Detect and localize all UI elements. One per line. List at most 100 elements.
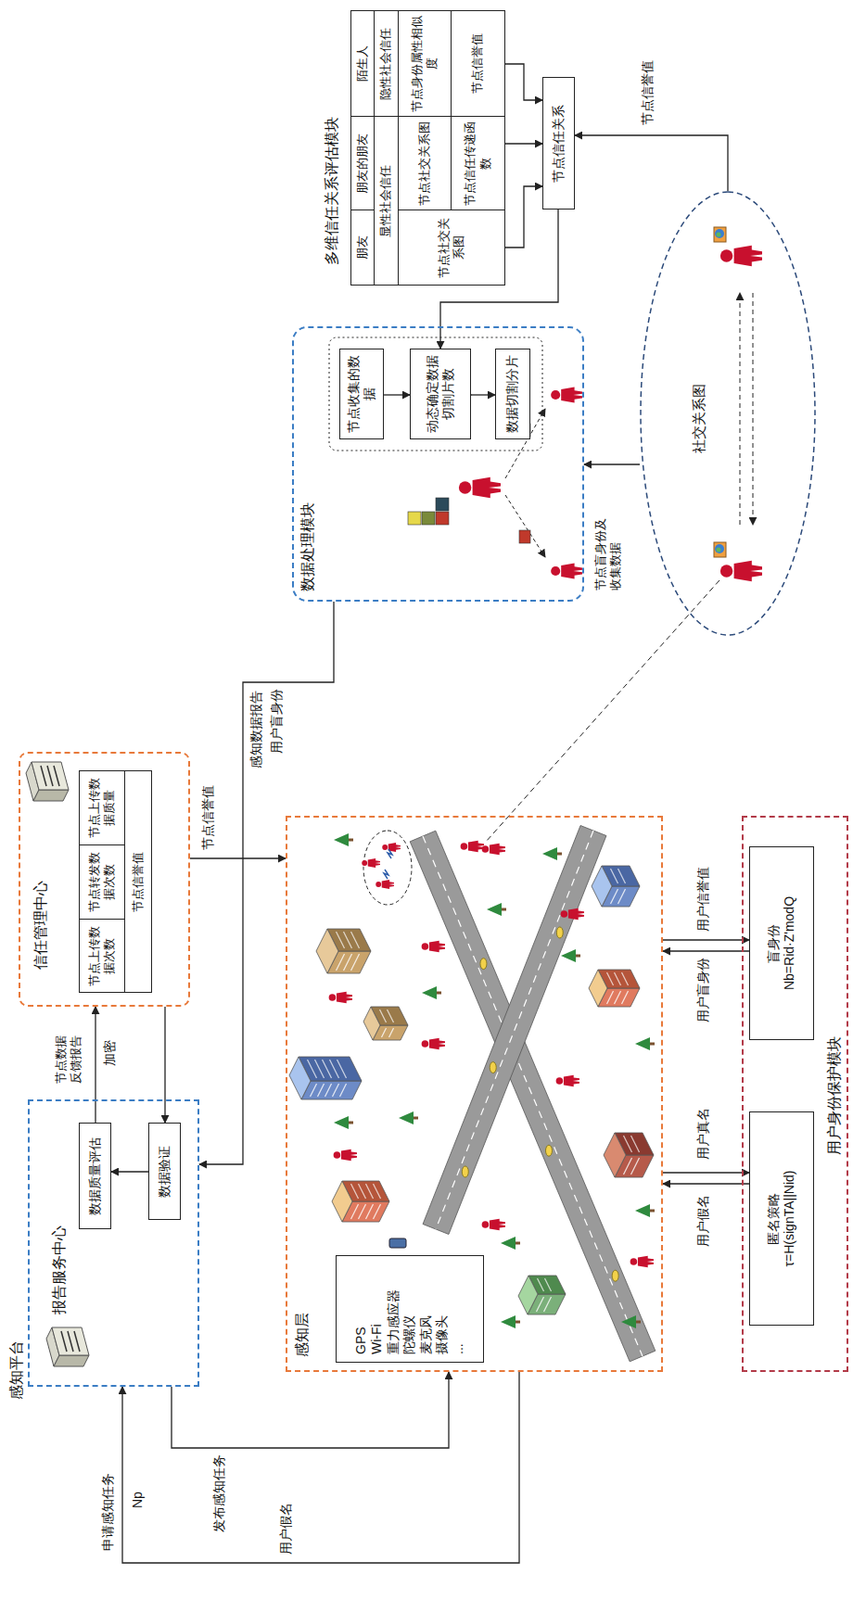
window-row <box>366 1204 374 1220</box>
window-row <box>544 1297 552 1312</box>
connector-arrow <box>94 1006 96 1123</box>
person-figure <box>361 858 381 868</box>
cloud-outline <box>639 190 816 637</box>
window-row <box>315 1059 325 1079</box>
table-cell: 朋友 <box>350 209 375 286</box>
panel-title: 信任管理中心 <box>31 880 50 970</box>
social-illustration <box>713 227 763 582</box>
person-figure <box>720 560 763 582</box>
process-box: 匿名策略τ=H(signTA||Nid) <box>749 1111 815 1326</box>
signal-mark <box>383 869 389 879</box>
connector-arrow <box>164 1006 166 1123</box>
table-cell: 隐性社会信任 <box>373 10 399 117</box>
window-row <box>336 954 345 971</box>
car-icon <box>461 1166 469 1178</box>
panel-title: 数据处理模块 <box>298 502 317 592</box>
building-roof <box>603 1133 626 1178</box>
window-row <box>351 954 360 971</box>
table-cell: 节点信誉值 <box>450 10 506 117</box>
data-slice <box>435 511 449 525</box>
building-roof <box>591 865 612 907</box>
panel-title: 用户身份保护模块 <box>825 1036 843 1156</box>
panel-title: 社交关系图 <box>690 383 708 454</box>
tree-icon <box>635 1037 655 1051</box>
person-figure <box>329 992 353 1005</box>
car-icon <box>480 958 487 970</box>
process-box: 数据切割分片 <box>495 348 531 440</box>
window-row <box>611 868 619 884</box>
window-row <box>340 1083 347 1097</box>
window-row <box>618 889 626 904</box>
node-text: 数据验证 <box>156 1145 174 1198</box>
building-icon <box>363 1006 408 1041</box>
table-cell: 节点信誉值 <box>124 770 153 994</box>
window-row <box>343 954 353 971</box>
tree-icon <box>486 903 507 917</box>
road <box>422 825 607 1235</box>
node-text: 节点信誉值 <box>470 33 485 94</box>
dotted-group <box>329 337 543 451</box>
building-icon <box>603 1133 654 1178</box>
group-outline <box>363 830 412 905</box>
flow-label: 加密 <box>101 1039 119 1068</box>
connector-arrow <box>171 1372 449 1449</box>
cloud-region: 社交关系图 <box>639 190 816 637</box>
tree-icon <box>621 1315 641 1329</box>
data-slice <box>435 497 449 511</box>
layer-panel: 感知层GPSWi-Fi重力感应器陀螺仪麦克风摄像头... <box>285 815 663 1373</box>
tree-icon <box>421 986 442 1000</box>
connector-arrow <box>383 394 410 395</box>
dashed-arrow <box>739 292 741 525</box>
node-text: 陌生人 <box>355 45 370 82</box>
edge-label: 申请感知任务 <box>100 1472 117 1553</box>
node-text: 隐性社会信任 <box>378 27 394 101</box>
platform-label: 感知平台 <box>7 1339 26 1401</box>
node-text: 节点上传数据次数 <box>87 923 118 989</box>
tree-icon <box>635 1204 655 1218</box>
node-text: 数据切割分片 <box>504 355 522 433</box>
tree-icon <box>333 833 354 847</box>
table-cell: 节点社交关系图 <box>397 115 452 211</box>
data-slice <box>519 530 531 544</box>
person-figure <box>381 842 401 853</box>
window-row <box>614 991 622 1005</box>
edge-label: 感知数据报告 <box>248 689 266 770</box>
window-row <box>537 1278 545 1292</box>
window-row <box>318 1083 325 1097</box>
window-row <box>623 1135 633 1153</box>
node-text: 显性社会信任 <box>378 165 394 238</box>
building-roof <box>518 1275 538 1315</box>
window-row <box>387 1009 395 1023</box>
person-figure <box>333 1149 357 1162</box>
car-icon <box>556 927 563 939</box>
person-figure <box>458 477 501 498</box>
node-text: 节点上传数据质量 <box>87 775 118 841</box>
road-marking <box>435 830 594 1230</box>
connector-arrow <box>662 1171 750 1173</box>
building-icon <box>331 1181 390 1223</box>
window-row <box>381 1028 387 1038</box>
panel-title: 多维信任关系评估模块 <box>322 116 341 266</box>
tree-icon <box>542 847 562 861</box>
edge-label: 用户盲身份 <box>695 956 713 1024</box>
window-row <box>631 1158 640 1175</box>
window-row <box>622 972 629 986</box>
table-cell: 陌生人 <box>350 10 375 117</box>
module-panel: 数据处理模块节点收集的数据动态确定数据切割片数数据切割分片 <box>292 326 585 602</box>
trust-table: 多维信任关系评估模块朋友朋友的朋友陌生人显性社会信任隐性社会信任节点社交关系图节… <box>350 10 506 286</box>
window-row <box>307 1059 318 1079</box>
node-text: 匿名策略 <box>765 1193 783 1246</box>
window-row <box>389 1028 395 1038</box>
connector-arrow <box>471 394 496 395</box>
node-text: 节点社交关系图 <box>417 121 433 206</box>
building-roof <box>363 1006 381 1041</box>
table-cell: 节点身份属性相似度 <box>397 10 452 117</box>
process-box: 数据质量评估 <box>78 1122 112 1230</box>
window-row <box>631 1135 640 1153</box>
node-text: 节点信任关系 <box>550 104 568 183</box>
device-icon <box>713 227 726 242</box>
window-row <box>351 931 360 949</box>
table-cell: 朋友的朋友 <box>350 115 375 211</box>
panel-title: 感知层 <box>292 1312 311 1358</box>
node-text: Nb=Rid·Z'modQ <box>781 896 799 991</box>
